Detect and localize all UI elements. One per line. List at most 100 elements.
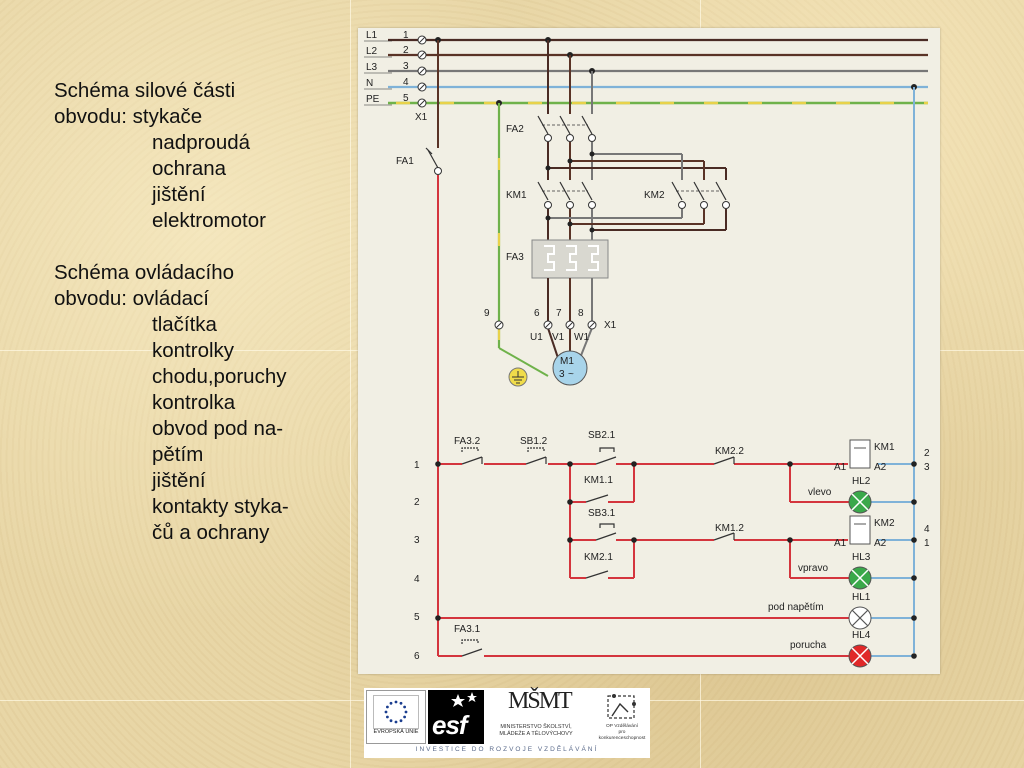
op-logo: OP Vzdělávání pro konkurenceschopnost: [596, 690, 648, 744]
control-circuit-description: Schéma ovládacího obvodu: ovládací tlačí…: [54, 260, 344, 546]
motor-type: 3: [559, 369, 565, 380]
coil-terminal-a1: A1: [834, 462, 847, 473]
sb1-2-label: SB1.2: [520, 436, 548, 447]
op-caption-line: pro konkurenceschopnost: [598, 730, 646, 741]
km1-contactor: [537, 181, 596, 209]
fa3-2-label: FA3.2: [454, 436, 481, 447]
lamp-function-label: vpravo: [798, 563, 828, 574]
terminal-strip: [417, 35, 427, 108]
bus-number: 2: [403, 45, 409, 56]
list-item: jištění: [152, 183, 206, 206]
motor-phase-label: W1: [574, 332, 589, 343]
lamp-label: HL1: [852, 592, 871, 603]
lamp-hl4: [848, 644, 872, 668]
eu-caption: EVROPSKÁ UNIE: [373, 729, 419, 735]
bus-number: 1: [403, 30, 409, 41]
bus-number: 4: [403, 77, 409, 88]
list-item: elektromotor: [152, 209, 266, 232]
esf-logo: esf: [428, 690, 484, 744]
supply-bus: [388, 38, 928, 105]
coil-label: KM1: [874, 442, 895, 453]
coil-label: KM2: [874, 518, 895, 529]
cross-reference: 1: [924, 538, 930, 549]
terminal-strip-label: X1: [604, 320, 617, 331]
reversing-wiring: [547, 209, 727, 240]
coil-terminal-a2: A2: [874, 462, 887, 473]
km1-2-label: KM1.2: [715, 523, 744, 534]
fa3-label: FA3: [506, 252, 524, 263]
terminal-number: 9: [484, 308, 490, 319]
eu-logo: EVROPSKÁ UNIE: [366, 690, 426, 744]
list-item: ochrana: [152, 157, 227, 180]
control-wiring: [437, 463, 850, 657]
km2-2-label: KM2.2: [715, 446, 744, 457]
lamp-function-label: vlevo: [808, 487, 832, 498]
row-number: 4: [414, 574, 420, 585]
contactor-feeds: [547, 142, 727, 180]
msmt-caption-line: MINISTERSTVO ŠKOLSTVÍ,: [500, 724, 572, 730]
pe-conductor: [497, 103, 549, 377]
motor-name: M1: [560, 356, 574, 367]
msmt-logo: MŠMT MINISTERSTVO ŠKOLSTVÍ, MLÁDEŽE A TĚ…: [486, 688, 586, 746]
slide-text: Schéma silové části obvodu: stykače nadp…: [54, 78, 344, 572]
funding-logos: EVROPSKÁ UNIE esf MŠMT MINISTERSTVO ŠKOL…: [364, 688, 650, 758]
cross-reference: 2: [924, 448, 930, 459]
list-item: jištění: [152, 469, 206, 492]
lamp-label: HL3: [852, 552, 871, 563]
circuit-svg: L1 L2 L3 N PE 1 2 3 4 5 X1 FA1: [364, 30, 930, 668]
km2-1-label: KM2.1: [584, 552, 613, 563]
terminal-number: 8: [578, 308, 584, 319]
terminal-strip-label: X1: [415, 112, 428, 123]
eu-flag-icon: [373, 695, 419, 729]
bus-label: L3: [366, 62, 378, 73]
row-number: 1: [414, 460, 420, 471]
circuit-diagram: L1 L2 L3 N PE 1 2 3 4 5 X1 FA1: [358, 28, 940, 674]
bus-label: N: [366, 78, 373, 89]
bus-number: 5: [403, 93, 409, 104]
lamp-hl3: [848, 566, 872, 590]
list-item: kontrolky: [152, 339, 235, 362]
cross-reference: 4: [924, 524, 930, 535]
list-item: kontakty styka-: [152, 495, 289, 518]
row-number: 2: [414, 497, 420, 508]
lamp-hl2: [848, 490, 872, 514]
control-junctions: [435, 461, 917, 659]
lamp-hl1: [848, 606, 872, 630]
km1-1-label: KM1.1: [584, 475, 613, 486]
row-number: 6: [414, 651, 420, 662]
heading-line: Schéma ovládacího: [54, 261, 235, 284]
motor-phase-label: V1: [552, 332, 565, 343]
list-item: kontrolka: [152, 391, 236, 414]
motor-m1: [552, 350, 588, 386]
esf-text: esf: [432, 710, 468, 740]
fa2-breaker: [537, 115, 596, 142]
list-item: tlačítka: [152, 313, 217, 336]
row-number: 3: [414, 535, 420, 546]
op-emblem-icon: [607, 694, 636, 719]
contact-symbols: [461, 447, 735, 657]
bus-label: L1: [366, 30, 378, 41]
ground-icon: [508, 367, 528, 387]
feed-junctions: [545, 151, 595, 171]
op-caption: OP Vzdělávání pro konkurenceschopnost: [596, 724, 648, 742]
bus-number: 3: [403, 61, 409, 72]
lamp-label: HL4: [852, 630, 871, 641]
texture-seam: [350, 0, 351, 768]
fa2-label: FA2: [506, 124, 524, 135]
lamp-function-label: porucha: [790, 640, 827, 651]
cross-reference: 3: [924, 462, 930, 473]
heading-line: obvodu: ovládací: [54, 287, 210, 310]
list-item: čů a ochrany: [152, 521, 270, 544]
lamp-label: HL2: [852, 476, 871, 487]
reversing-junctions: [545, 215, 595, 233]
list-item: nadproudá: [152, 131, 251, 154]
km1-label: KM1: [506, 190, 527, 201]
fa3-1-label: FA3.1: [454, 624, 481, 635]
list-item: obvod pod na-: [152, 417, 284, 440]
km2-label: KM2: [644, 190, 665, 201]
investment-slogan: INVESTICE DO ROZVOJE VZDĚLÁVÁNÍ: [415, 746, 599, 753]
msmt-caption: MINISTERSTVO ŠKOLSTVÍ, MLÁDEŽE A TĚLOVÝC…: [486, 724, 586, 738]
fa1-label: FA1: [396, 156, 414, 167]
fa1-fuse: [425, 40, 442, 648]
terminal-number: 7: [556, 308, 562, 319]
